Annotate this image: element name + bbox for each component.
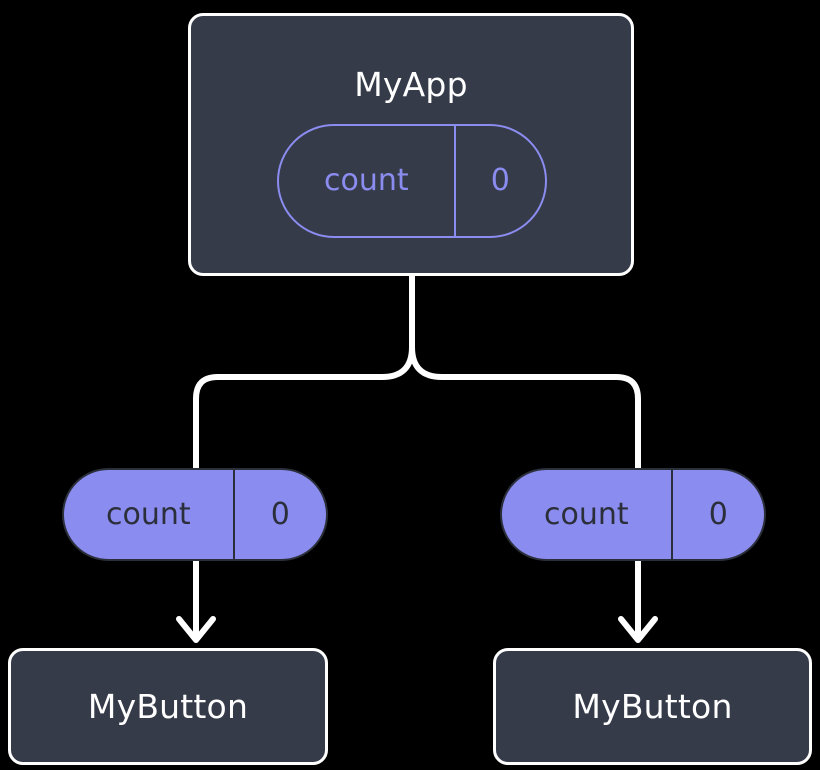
state-pill-key: count xyxy=(106,496,191,532)
state-pill-key: count xyxy=(324,163,409,198)
arrowhead-left xyxy=(176,616,216,643)
state-pill-left[interactable]: count 0 xyxy=(62,468,328,561)
component-node-mybutton-right[interactable]: MyButton xyxy=(493,648,812,765)
arrowhead-right xyxy=(618,616,658,643)
component-title-mybutton: MyButton xyxy=(87,687,249,726)
component-title-myapp: MyApp xyxy=(354,65,468,104)
state-pill-right[interactable]: count 0 xyxy=(500,468,766,561)
component-title-mybutton: MyButton xyxy=(572,687,733,726)
state-pill-key: count xyxy=(544,496,629,532)
state-pill-value: 0 xyxy=(670,470,764,559)
state-pill-value: 0 xyxy=(232,470,326,559)
component-node-mybutton-left[interactable]: MyButton xyxy=(8,648,328,765)
state-pill-myapp[interactable]: count 0 xyxy=(277,124,547,238)
edge-root-to-left-pill xyxy=(193,344,415,471)
edge-root-to-right-pill xyxy=(409,344,641,471)
state-pill-value: 0 xyxy=(453,126,545,236)
